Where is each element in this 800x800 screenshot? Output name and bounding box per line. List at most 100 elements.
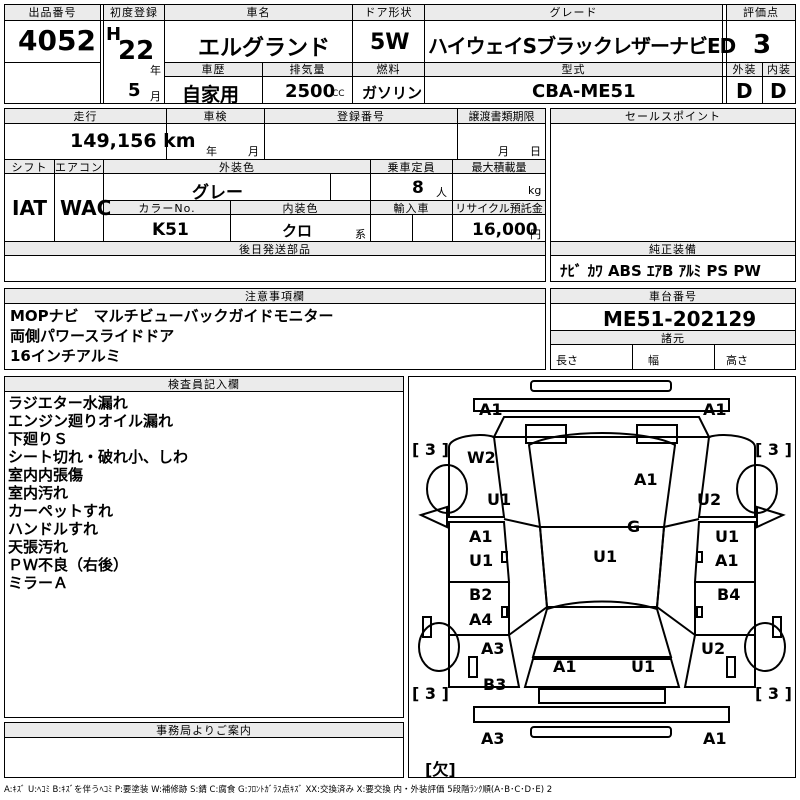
inspector-line: ミラーＡ — [8, 574, 69, 592]
damage-mark: A1 — [634, 470, 658, 489]
length-label: 長さ — [556, 354, 578, 367]
inspector-line: ラジエター水漏れ — [8, 394, 128, 412]
notes-line-3: 16インチアルミ — [10, 347, 121, 365]
equipment-label: 純正装備 — [649, 243, 697, 256]
shift: IAT — [12, 196, 48, 220]
year-unit: 年 — [150, 64, 161, 77]
ac: WAC — [60, 196, 112, 220]
door-label: ドア形状 — [364, 6, 413, 19]
grade-label: グレード — [549, 6, 598, 19]
mileage: 149,156 km — [70, 130, 196, 152]
bracket-3-fr: [ 3 ] — [755, 440, 792, 459]
chassis-section — [550, 288, 796, 370]
inspector-line: ＰＷ不良（右後） — [8, 556, 129, 574]
shift-label: シフト — [11, 161, 48, 174]
inspection-month-unit: 月 — [248, 145, 259, 158]
score: 3 — [753, 30, 772, 60]
car-name-label: 車名 — [246, 6, 271, 19]
ext-grade: D — [736, 79, 753, 103]
color-no: K51 — [152, 220, 189, 240]
interior-color-unit: 系 — [355, 228, 366, 241]
fuel-label: 燃料 — [376, 63, 401, 76]
era: H — [106, 24, 122, 45]
recycle-label: リサイクル預託金 — [455, 202, 543, 215]
damage-mark: A1 — [479, 400, 503, 419]
damage-mark: U1 — [631, 657, 656, 676]
interior-color: クロ — [282, 222, 313, 240]
damage-mark: U1 — [593, 547, 618, 566]
inspector-line: 下廻りＳ — [8, 430, 69, 448]
equipment: ﾅﾋﾞ ｶﾜ ABS ｴｱB ｱﾙﾐ PS PW — [560, 262, 761, 280]
lot-label: 出品番号 — [28, 6, 77, 19]
damage-mark: A1 — [703, 400, 727, 419]
transfer-day-unit: 日 — [530, 145, 541, 158]
car-name: エルグランド — [198, 36, 331, 61]
history: 自家用 — [182, 84, 240, 106]
damage-mark: B2 — [469, 585, 493, 604]
reg-month: 5 — [128, 80, 141, 101]
damage-mark: A3 — [481, 639, 505, 658]
import-label: 輸入車 — [393, 202, 430, 215]
chassis-label: 車台番号 — [649, 290, 697, 303]
displacement: 2500 — [285, 81, 336, 102]
color: グレー — [192, 183, 243, 203]
inspection-label: 車検 — [203, 110, 228, 123]
recycle-fee: 16,000 — [472, 220, 538, 240]
mileage-label: 走行 — [73, 110, 98, 123]
lot-number: 4052 — [18, 24, 96, 57]
damage-mark: A4 — [469, 610, 493, 629]
notes-line-1: MOPナビ マルチビューバックガイドモニター — [10, 307, 334, 325]
office-label: 事務局よりご案内 — [156, 724, 252, 737]
notes-label: 注意事項欄 — [245, 290, 305, 303]
bracket-3-rr: [ 3 ] — [755, 684, 792, 703]
door-type: 5W — [370, 30, 410, 55]
first-reg-label: 初度登録 — [110, 6, 158, 19]
damage-mark: A1 — [553, 657, 577, 676]
reg-year: 22 — [118, 36, 155, 66]
inspector-line: 天張汚れ — [8, 538, 69, 556]
height-label: 高さ — [726, 354, 748, 367]
chassis-number: ME51-202129 — [603, 307, 757, 331]
capacity-unit: 人 — [436, 186, 447, 199]
later-parts-label: 後日発送部品 — [239, 243, 311, 256]
damage-mark: U1 — [487, 490, 512, 509]
load-unit: kg — [528, 184, 542, 197]
inspector-line: シート切れ・破れ小、しわ — [8, 448, 189, 466]
score-label: 評価点 — [743, 6, 779, 19]
model: CBA-ME51 — [532, 81, 636, 102]
damage-mark: B4 — [717, 585, 741, 604]
top-section — [4, 4, 796, 104]
transfer-deadline-label: 譲渡書類期限 — [468, 110, 535, 123]
transfer-month-unit: 月 — [498, 145, 509, 158]
capacity-label: 乗車定員 — [387, 161, 436, 174]
history-label: 車歴 — [201, 63, 226, 76]
bracket-3-rl: [ 3 ] — [412, 684, 449, 703]
max-load-label: 最大積載量 — [471, 161, 527, 174]
damage-mark: B3 — [483, 675, 507, 694]
inspection-year-unit: 年 — [206, 145, 217, 158]
damage-mark: A3 — [481, 729, 505, 748]
registration-label: 登録番号 — [337, 110, 385, 123]
notes-section — [4, 288, 546, 370]
ac-label: エアコン — [55, 161, 103, 174]
damage-mark: U1 — [715, 527, 740, 546]
damage-mark: W2 — [467, 448, 496, 467]
sales-point-label: セールスポイント — [625, 110, 721, 123]
notes-line-2: 両側パワースライドドア — [10, 327, 175, 345]
inspector-label: 検査員記入欄 — [168, 378, 240, 391]
damage-mark: U1 — [469, 551, 494, 570]
displacement-label: 排気量 — [289, 63, 326, 76]
inspector-line: 室内内張傷 — [8, 466, 84, 484]
inspector-line: ハンドルすれ — [8, 520, 99, 538]
damage-mark: A1 — [469, 527, 493, 546]
legend: A:ｷｽﾞ U:ﾍｺﾐ B:ｷｽﾞを伴うﾍｺﾐ P:要塗装 W:補修跡 S:錆 … — [4, 785, 553, 795]
dims-label: 諸元 — [661, 332, 685, 345]
displacement-unit: CC — [332, 89, 345, 99]
inspector-line: エンジン廻りオイル漏れ — [8, 412, 174, 430]
damage-mark: A1 — [715, 551, 739, 570]
inspector-line: 室内汚れ — [8, 484, 69, 502]
sales-point-section — [550, 108, 796, 282]
month-unit: 月 — [150, 90, 161, 103]
int-grade: D — [770, 79, 787, 103]
